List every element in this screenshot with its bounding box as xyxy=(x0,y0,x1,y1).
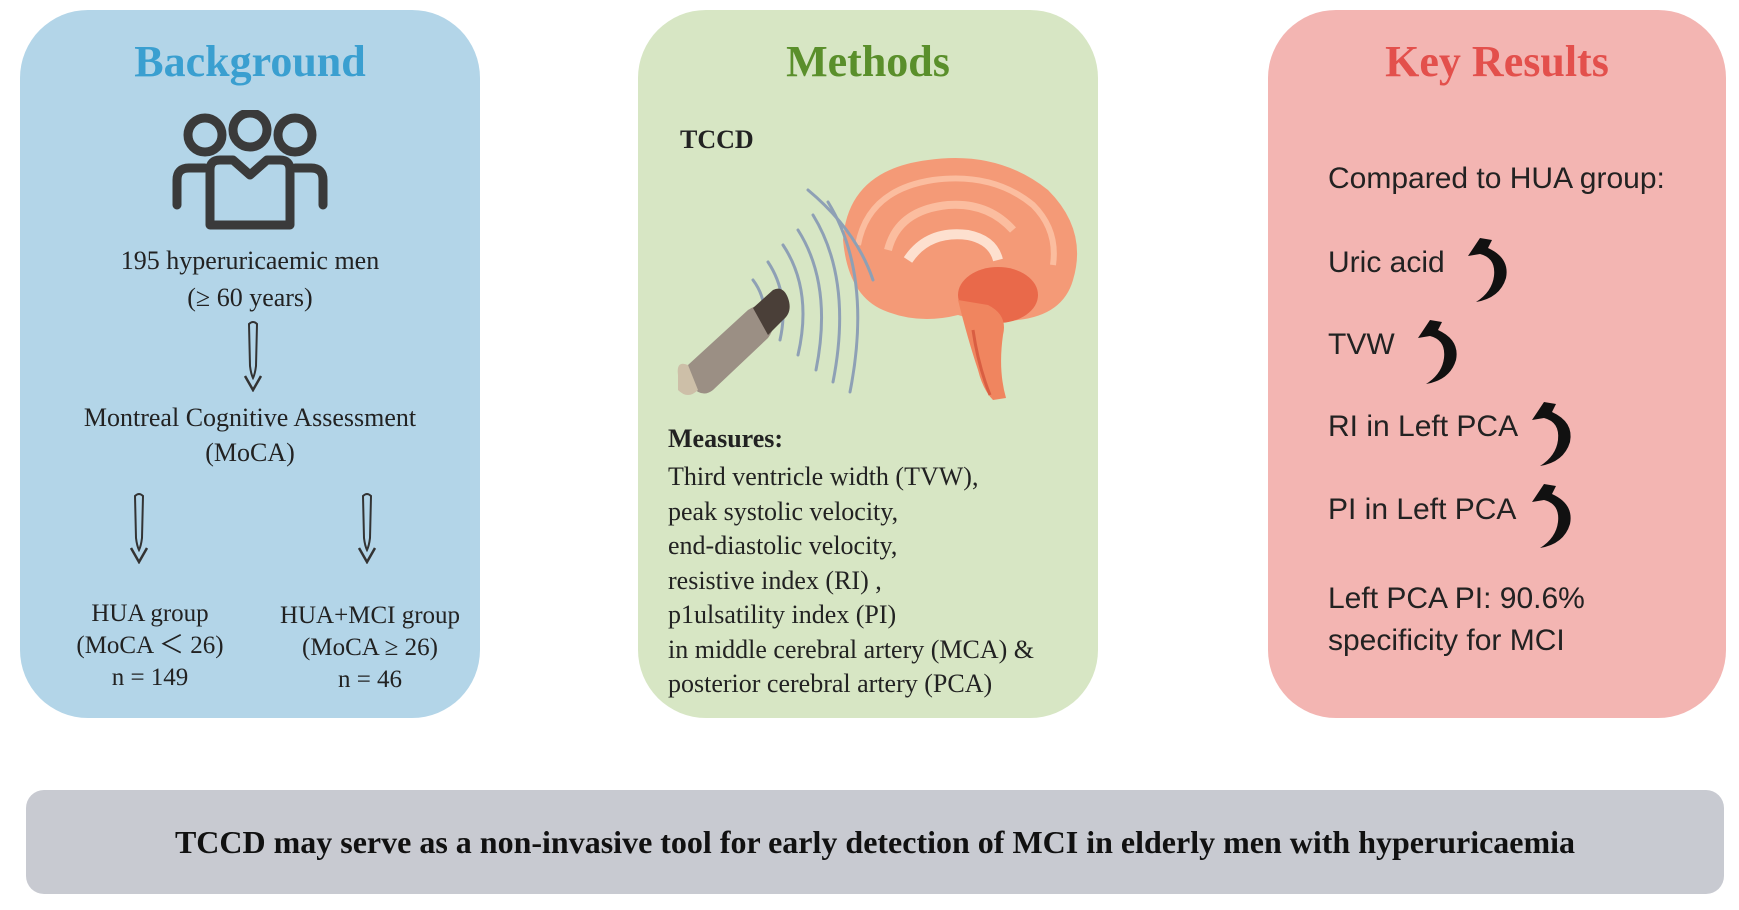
result-tvw: TVW xyxy=(1328,328,1395,362)
background-panel: Background 195 hyperuricaemic men (≥ 60 … xyxy=(20,10,480,718)
technique-label: TCCD xyxy=(680,125,754,154)
subjects-text: 195 hyperuricaemic men (≥ 60 years) xyxy=(20,242,480,316)
measures-list: Third ventricle width (TVW), peak systol… xyxy=(668,460,1034,702)
measures-title: Measures: xyxy=(668,424,784,453)
down-arrow-icon xyxy=(129,493,149,564)
increase-arrow-icon xyxy=(1418,320,1457,384)
measure-item: in middle cerebral artery (MCA) & xyxy=(668,634,1035,664)
measure-item: Third ventricle width (TVW), xyxy=(668,462,979,491)
background-title: Background xyxy=(134,37,366,86)
increase-arrow-icon xyxy=(1532,484,1571,548)
specificity-result: Left PCA PI: 90.6% specificity for MCI xyxy=(1328,578,1585,662)
assessment-line: Montreal Cognitive Assessment xyxy=(83,403,417,432)
key-results-panel: Key Results Compared to HUA group: Uric … xyxy=(1268,10,1726,718)
hua-mci-group: HUA+MCI group (MoCA ≥ 26) n = 46 xyxy=(260,600,480,696)
result-pi-left-pca: PI in Left PCA xyxy=(1328,493,1516,527)
result-label: TVW xyxy=(1328,328,1395,361)
hua-group: HUA group (MoCA ＜ 26) n = 149 xyxy=(40,598,260,694)
measure-item: peak systolic velocity, xyxy=(668,496,899,526)
group-criterion: (MoCA ≥ 26) xyxy=(302,634,438,661)
down-arrow-icon xyxy=(243,321,263,392)
down-arrow-icon xyxy=(357,493,377,564)
group-criterion: (MoCA ＜ 26) xyxy=(76,632,224,659)
methods-panel: Methods TCCD Measures: Third ventricle w… xyxy=(638,10,1098,718)
key-results-title: Key Results xyxy=(1385,37,1609,86)
comparison-label: Compared to HUA group: xyxy=(1328,162,1665,195)
specificity-line: specificity for MCI xyxy=(1328,624,1565,657)
result-label: PI in Left PCA xyxy=(1328,493,1517,526)
conclusion-bar: TCCD may serve as a non-invasive tool fo… xyxy=(26,790,1724,894)
result-label: Uric acid xyxy=(1328,246,1445,279)
methods-title: Methods xyxy=(786,37,950,86)
measure-item: p1ulsatility index (PI) xyxy=(668,600,897,629)
increase-arrow-icon xyxy=(1532,402,1571,466)
measure-item: end-diastolic velocity, xyxy=(668,531,898,560)
brain-ultrasound-icon xyxy=(677,158,1078,400)
measure-item: resistive index (RI) , xyxy=(668,565,882,595)
assessment-text: Montreal Cognitive Assessment (MoCA) xyxy=(20,400,480,470)
group-count: n = 46 xyxy=(337,666,403,693)
measure-item: posterior cerebral artery (PCA) xyxy=(668,669,993,698)
group-count: n = 149 xyxy=(111,664,189,691)
result-label: RI in Left PCA xyxy=(1328,410,1519,443)
conclusion-text: TCCD may serve as a non-invasive tool fo… xyxy=(174,823,1576,860)
assessment-abbr-line: (MoCA) xyxy=(205,438,295,467)
specificity-line: Left PCA PI: 90.6% xyxy=(1328,582,1585,615)
subjects-age-line: (≥ 60 years) xyxy=(187,283,313,312)
subjects-line: 195 hyperuricaemic men xyxy=(120,246,380,275)
increase-arrow-icon xyxy=(1468,238,1507,302)
group-name: HUA group xyxy=(91,600,209,627)
result-ri-left-pca: RI in Left PCA xyxy=(1328,410,1518,444)
result-uric-acid: Uric acid xyxy=(1328,246,1445,280)
group-name: HUA+MCI group xyxy=(279,602,461,629)
people-group-icon xyxy=(172,110,328,230)
